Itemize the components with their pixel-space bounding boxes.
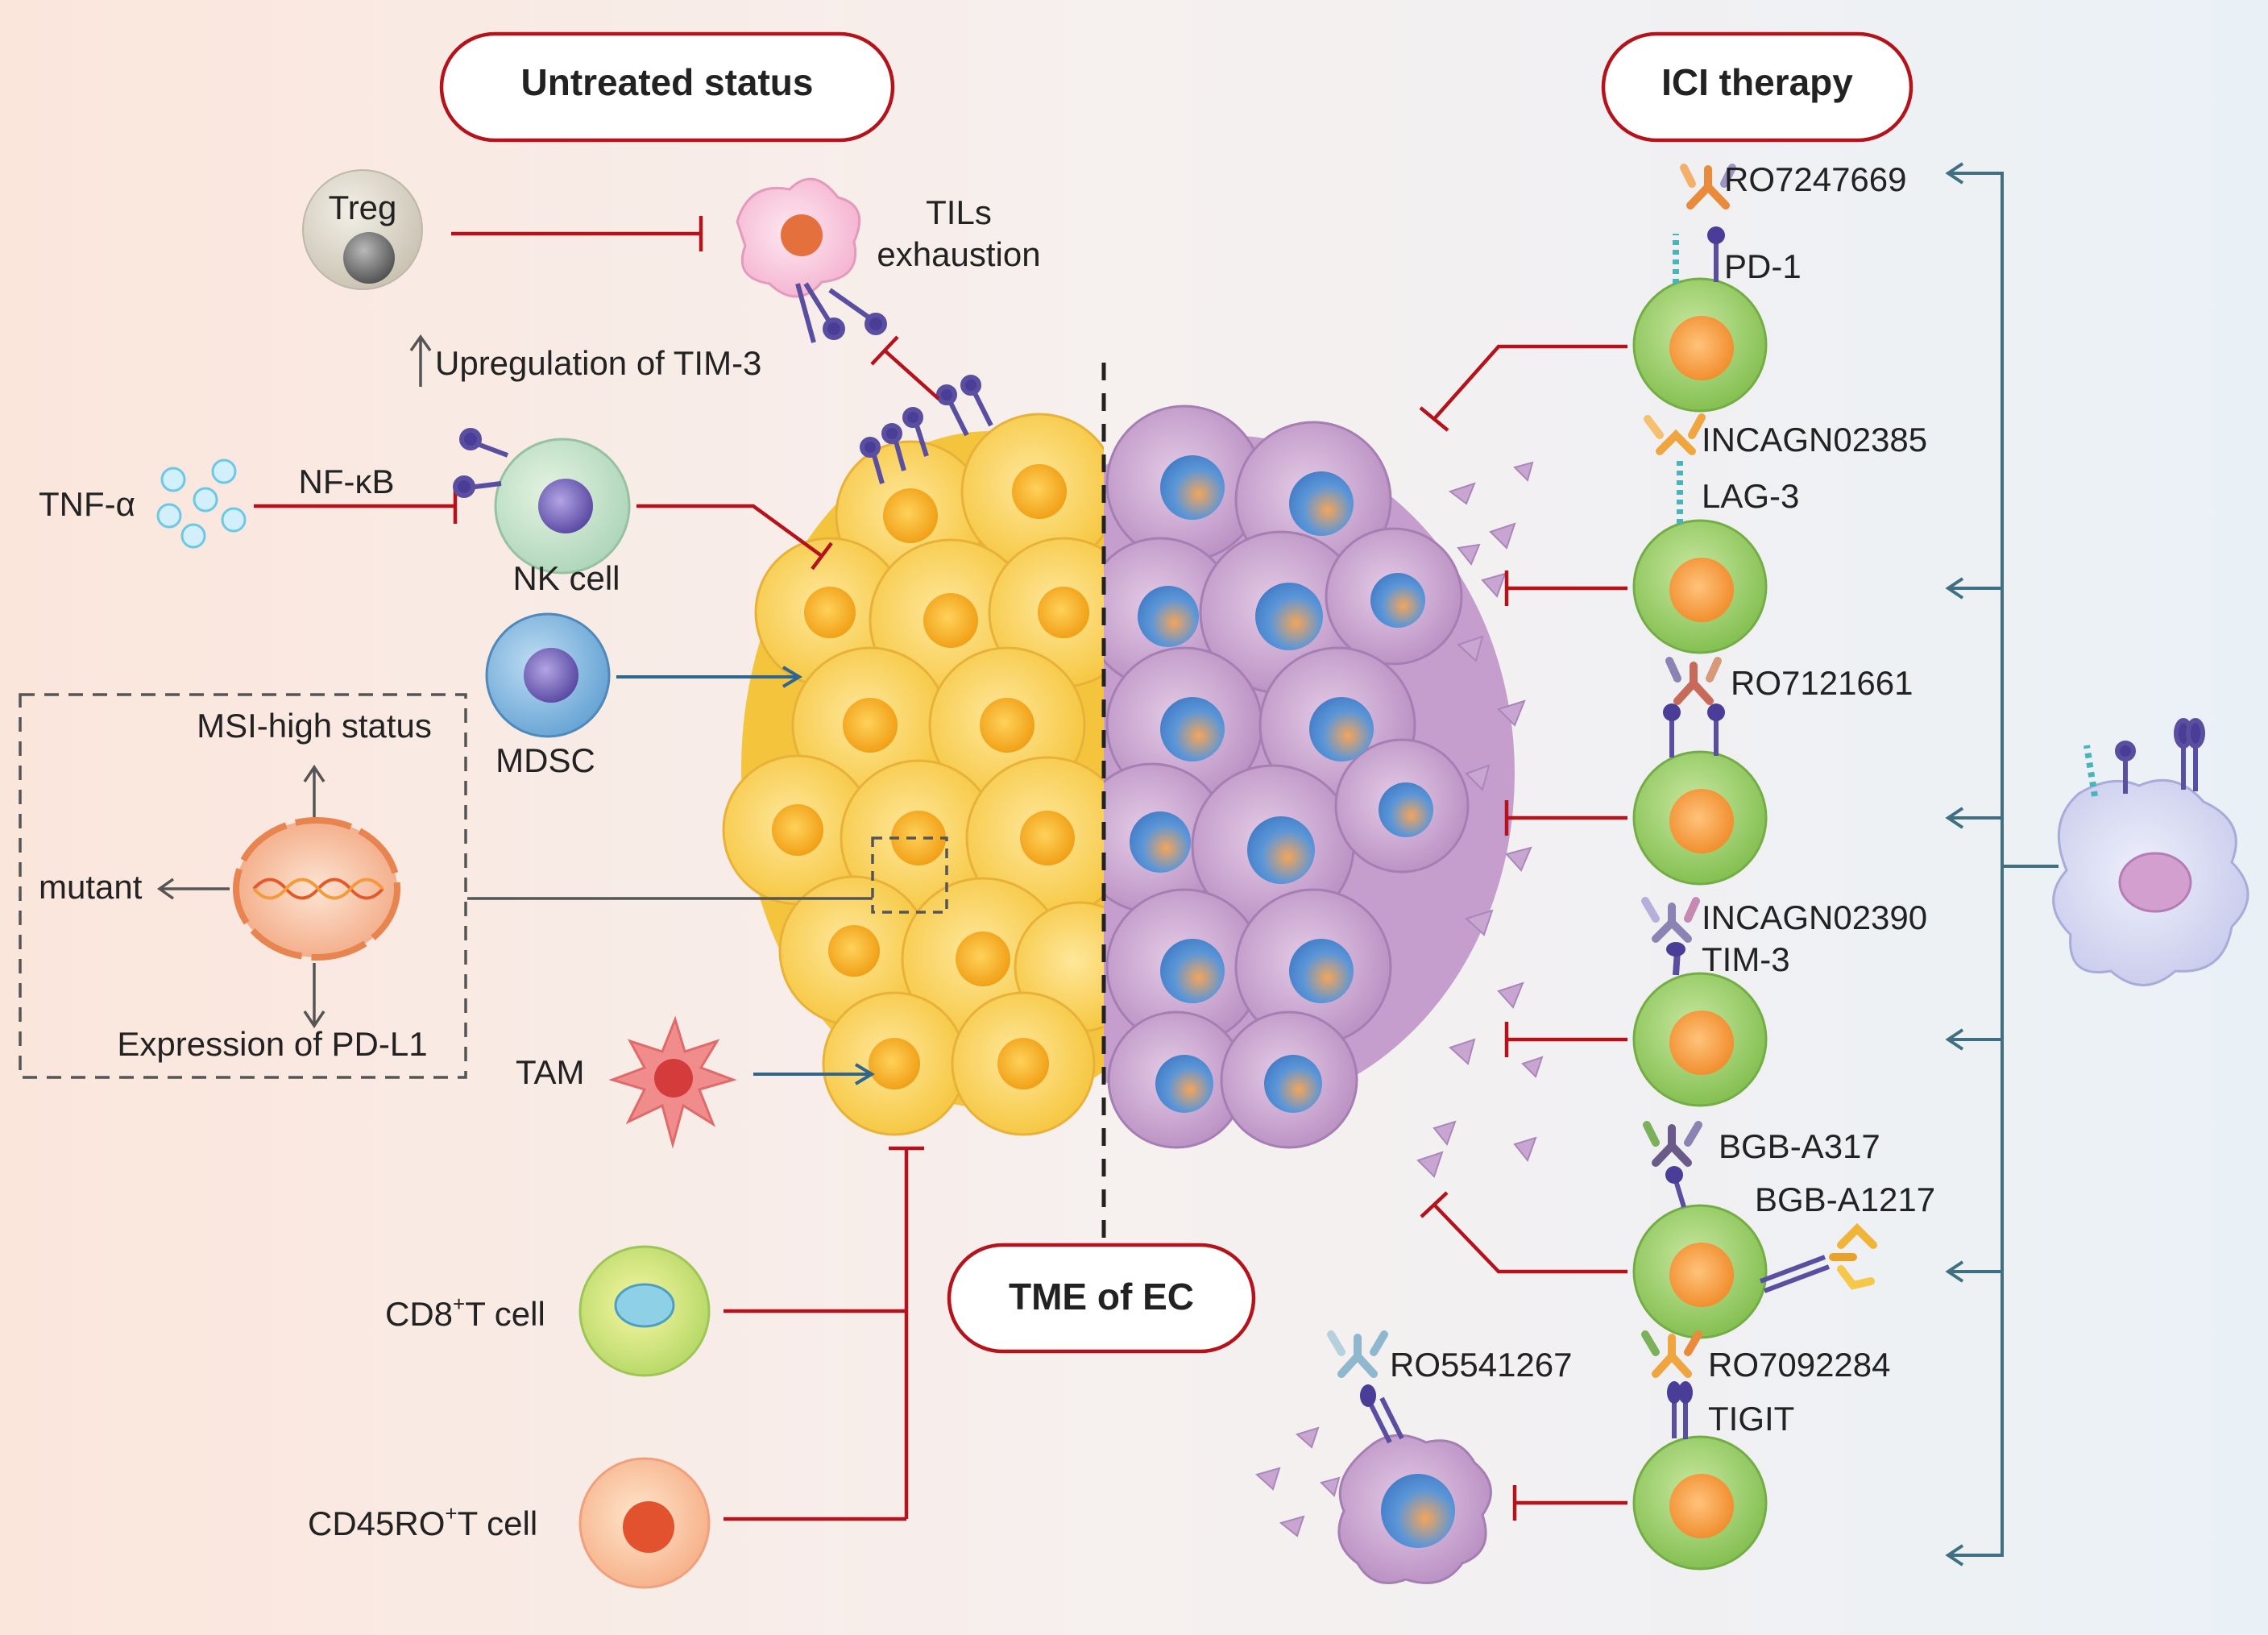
tigit-label: TIGIT <box>1708 1400 1794 1438</box>
tam-label: TAM <box>516 1053 585 1091</box>
mdsc-label: MDSC <box>495 741 595 779</box>
tumor-cell-ro5541267 <box>1327 1330 1492 1584</box>
tumor-debris <box>1416 461 1544 1178</box>
tnf-alpha-molecules <box>156 459 247 549</box>
tme-of-ec-header: TME of EC <box>947 1243 1256 1354</box>
bottom-debris <box>1254 1426 1341 1537</box>
nk-cell <box>453 428 631 575</box>
tim3-upregulation-label: Upregulation of TIM-3 <box>435 344 761 382</box>
tam-activation-arrow <box>753 1063 875 1085</box>
tumor-purple-half <box>1104 405 1515 1149</box>
tnf-alpha-label: TNF-α <box>39 485 135 523</box>
ro7121661-label: RO7121661 <box>1731 664 1913 702</box>
dna-nucleus <box>233 817 400 961</box>
tumor-mass <box>722 363 1544 1241</box>
mdsc-activation-arrow <box>616 666 802 688</box>
ro5541267-label: RO5541267 <box>1390 1346 1573 1384</box>
pdl1-expression-label: Expression of PD-L1 <box>117 1025 427 1063</box>
mutation-box <box>19 693 467 1079</box>
tam-cell <box>608 1015 737 1149</box>
cd8-t-cell <box>578 1245 711 1377</box>
mdsc-cell <box>485 612 611 738</box>
ici-therapy-header: ICI therapy <box>1601 31 1913 143</box>
ro7247669-label: RO7247669 <box>1724 160 1907 198</box>
incagn02385-label: INCAGN02385 <box>1702 421 1927 459</box>
tcell-tim3 <box>1632 897 1768 1107</box>
tils-label-line2: exhaustion <box>877 235 1040 273</box>
treg-label: Treg <box>329 189 397 226</box>
tnf-nk-inhibition <box>254 488 458 524</box>
ici-therapy-label: ICI therapy <box>1661 61 1853 103</box>
bgb-a317-label: BGB-A317 <box>1719 1127 1880 1165</box>
cd45ro-label: CD45RO+T cell <box>308 1501 537 1542</box>
nfkb-label: NF-κB <box>299 463 395 500</box>
tcell-bgb <box>1632 1121 1877 1339</box>
untreated-status-header: Untreated status <box>439 31 895 143</box>
lag3-inhibition <box>1504 571 1627 606</box>
treg-inhibition-arrow <box>451 216 703 251</box>
tme-of-ec-label: TME of EC <box>1009 1276 1194 1318</box>
tcell-pd1 <box>1632 164 1768 413</box>
pd1-inhibition <box>1419 344 1627 432</box>
ro7121661-inhibition <box>1504 800 1627 836</box>
pd1-label: PD-1 <box>1724 247 1802 285</box>
focus-box <box>871 836 948 914</box>
tumor-receptors <box>860 375 993 484</box>
tcell-tigit <box>1632 1330 1768 1571</box>
tim3-inhibition <box>1504 1022 1627 1057</box>
tim3-up-arrow <box>409 334 432 387</box>
mutant-arrow <box>156 878 230 900</box>
tcell-ro7121661 <box>1632 657 1768 886</box>
tils-cell <box>736 177 887 343</box>
dendritic-cell <box>2052 718 2249 986</box>
bgb-inhibition <box>1420 1191 1627 1274</box>
bgb-a1217-label: BGB-A1217 <box>1755 1181 1935 1218</box>
incagn02390-label: INCAGN02390 <box>1702 898 1927 936</box>
ro7092284-label: RO7092284 <box>1708 1346 1891 1384</box>
msi-high-label: MSI-high status <box>197 707 432 745</box>
untreated-status-label: Untreated status <box>521 61 814 103</box>
tcell-lag3 <box>1632 413 1768 654</box>
mutant-label: mutant <box>39 868 143 906</box>
cd8-label: CD8+T cell <box>385 1292 545 1333</box>
treg-cell <box>302 169 423 290</box>
feedback-bracket <box>1945 162 2059 1567</box>
tigit-inhibition <box>1512 1485 1627 1521</box>
cd45ro-t-cell <box>578 1457 711 1589</box>
nk-cell-label: NK cell <box>512 559 620 597</box>
pdl1-arrow <box>303 963 325 1029</box>
lag3-label: LAG-3 <box>1702 477 1799 515</box>
tumor-yellow-half <box>722 413 1104 1136</box>
tim3-label: TIM-3 <box>1702 940 1790 978</box>
tumor-tils-inhibition <box>870 335 940 400</box>
nk-tumor-inhibition <box>636 504 833 571</box>
tils-label-line1: TILs <box>926 193 992 231</box>
tcell-tumor-inhibition <box>724 1146 924 1521</box>
